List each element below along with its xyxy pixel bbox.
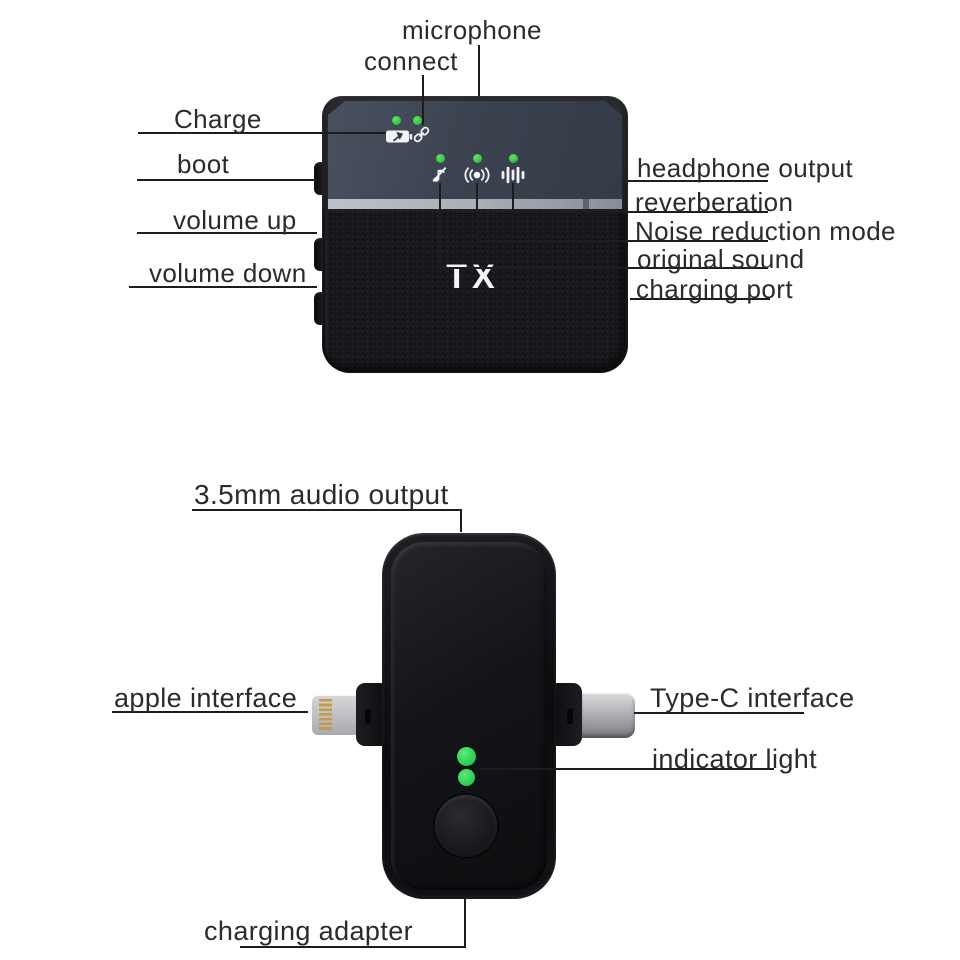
leader-line-charge	[138, 132, 386, 134]
label-charging-port: charging port	[636, 274, 793, 304]
label-type-c-interface: Type-C interface	[650, 683, 855, 713]
holder-slot	[567, 707, 573, 724]
boot-button	[314, 162, 324, 195]
leader-line-connect	[422, 75, 424, 125]
label-apple-interface: apple interface	[114, 683, 298, 713]
leader-line-charging-adapter	[240, 946, 466, 948]
transmitter-status-panel	[328, 101, 622, 199]
leader-line-indicator-light	[480, 768, 774, 770]
volume-down-button	[314, 292, 324, 325]
label-connect: connect	[364, 46, 458, 76]
leader-line-boot	[137, 179, 317, 181]
underline-headphone-output	[628, 180, 768, 182]
label-headphone-output: headphone output	[637, 153, 854, 183]
reverberation-icon	[501, 166, 525, 184]
transmitter-device: TX	[314, 96, 628, 373]
leader-line-noise-reduction	[476, 183, 478, 242]
label-volume-down: volume down	[149, 258, 307, 288]
leader-line-original-sound	[439, 183, 441, 269]
reverberation-led	[509, 154, 518, 163]
leader-line-microphone	[478, 45, 480, 96]
leader-line-apple-interface	[112, 711, 308, 713]
label-original-sound: original sound	[637, 244, 805, 274]
label-volume-up: volume up	[173, 205, 297, 235]
function-button	[435, 795, 497, 857]
lightning-connector-holder	[356, 683, 384, 746]
receiver-device	[382, 533, 556, 899]
label-indicator-light: indicator light	[652, 744, 818, 774]
type-c-connector	[580, 692, 635, 738]
noise-reduction-led	[473, 154, 482, 163]
type-c-connector-holder	[554, 683, 582, 746]
device-model-label: TX	[446, 258, 500, 296]
label-reverberation: reverberation	[635, 187, 794, 217]
leader-line-charging-adapter	[464, 897, 466, 946]
original-sound-led	[436, 154, 445, 163]
underline-type-c-interface	[634, 712, 804, 714]
charge-led	[392, 116, 401, 125]
leader-line-volume-down	[129, 286, 317, 288]
battery-charging-icon	[386, 130, 413, 143]
connect-led	[413, 116, 422, 125]
noise-reduction-icon	[464, 167, 490, 183]
transmitter-leather-back	[325, 209, 625, 370]
original-sound-icon	[432, 166, 447, 182]
leader-line-original-sound	[439, 267, 768, 269]
indicator-led-1	[457, 747, 476, 766]
panel-divider-strip	[328, 199, 622, 209]
label-microphone: microphone	[402, 15, 542, 45]
leader-line-reverberation	[512, 183, 514, 213]
indicator-led-2	[458, 769, 475, 786]
volume-up-button	[314, 238, 324, 271]
label-noise-reduction-mode: Noise reduction mode	[635, 216, 896, 246]
label-audio-output: 3.5mm audio output	[194, 479, 449, 510]
lightning-connector	[312, 695, 358, 735]
leader-line-reverberation	[512, 211, 768, 213]
lightning-contact-pins	[319, 699, 332, 732]
leader-line-noise-reduction	[476, 240, 768, 242]
leader-line-audio-output	[192, 509, 462, 511]
label-boot: boot	[177, 149, 230, 179]
link-icon	[413, 126, 430, 143]
underline-charging-port	[630, 298, 770, 300]
label-charge: Charge	[174, 104, 262, 134]
leader-line-volume-up	[137, 232, 317, 234]
label-charging-adapter: charging adapter	[204, 916, 414, 946]
leader-line-audio-output	[460, 509, 462, 532]
holder-slot	[365, 707, 371, 724]
